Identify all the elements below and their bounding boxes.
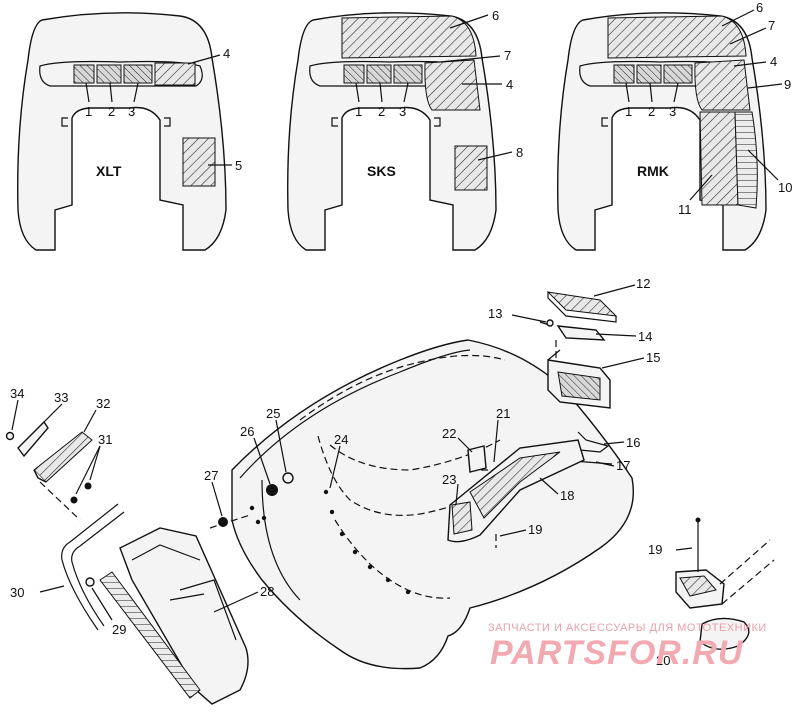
sks-part-4 (424, 59, 481, 111)
callout: 12 (636, 276, 650, 291)
rmk-part-6 (607, 15, 747, 59)
part-28-strip (99, 571, 201, 699)
part-34 (5, 431, 15, 441)
sks-seat-view: SKS 6 7 4 1 2 3 8 (287, 8, 523, 251)
callout: 15 (646, 350, 660, 365)
part-32 (33, 431, 93, 483)
sks-callout: 8 (516, 145, 523, 160)
rmk-part-11 (699, 111, 739, 206)
xlt-callout: 2 (108, 104, 115, 119)
callout: 33 (54, 390, 68, 405)
rmk-callout: 2 (648, 104, 655, 119)
part-18 (447, 439, 585, 543)
rmk-callout: 1 (625, 104, 632, 119)
callout: 34 (10, 386, 24, 401)
callout: 22 (442, 426, 456, 441)
xlt-part-3 (123, 64, 153, 84)
rmk-callout: 4 (770, 54, 777, 69)
exploded-callouts: 12 13 14 15 16 17 18 19 21 22 23 24 25 2… (10, 276, 670, 668)
part-16 (577, 431, 610, 453)
sks-callout: 7 (504, 48, 511, 63)
rmk-callout: 6 (756, 0, 763, 15)
watermark-caption: ЗАПЧАСТИ И АКСЕССУАРЫ ДЛЯ МОТОТЕХНИКИ (488, 622, 767, 634)
rmk-seat-view: RMK 6 7 4 9 1 2 3 10 11 (557, 0, 792, 251)
callout: 32 (96, 396, 110, 411)
rmk-part-2 (636, 64, 662, 84)
part-27 (218, 517, 228, 527)
callout: 21 (496, 406, 510, 421)
callout: 18 (560, 488, 574, 503)
watermark: ЗАПЧАСТИ И АКСЕССУАРЫ ДЛЯ МОТОТЕХНИКИ PA… (488, 622, 767, 672)
callout: 20 (656, 653, 670, 668)
xlt-callout: 4 (223, 46, 230, 61)
callout: 17 (616, 458, 630, 473)
sks-callout: 1 (355, 104, 362, 119)
callout: 19 (528, 522, 542, 537)
rmk-part-1 (613, 64, 635, 84)
callout: 24 (334, 432, 348, 447)
sks-part-3 (393, 64, 423, 84)
sks-part-6 (341, 15, 477, 59)
part-12 (546, 291, 618, 317)
rmk-callout: 3 (669, 104, 676, 119)
part-23 (451, 501, 473, 535)
part-14 (556, 325, 606, 341)
part-28 (119, 527, 249, 705)
xlt-part-2 (96, 64, 122, 84)
xlt-outline (17, 12, 227, 251)
part-29 (85, 577, 95, 587)
xlt-part-1 (73, 64, 95, 84)
callout: 25 (266, 406, 280, 421)
part-22 (467, 445, 487, 473)
callout: 27 (204, 468, 218, 483)
callout: 13 (488, 306, 502, 321)
rmk-part-10 (734, 111, 758, 209)
part-33 (17, 420, 49, 458)
sks-label: SKS (367, 163, 396, 179)
part-31b (84, 482, 92, 490)
callout: 30 (10, 585, 24, 600)
callout: 26 (240, 424, 254, 439)
part-25 (282, 472, 294, 484)
sks-part-8 (454, 145, 488, 191)
callout: 23 (442, 472, 456, 487)
callout: 31 (98, 432, 112, 447)
rmk-callout: 9 (784, 77, 791, 92)
sks-callout: 6 (492, 8, 499, 23)
xlt-callout: 1 (85, 104, 92, 119)
xlt-callout: 5 (235, 158, 242, 173)
part-31a (70, 496, 78, 504)
rmk-label: RMK (637, 163, 669, 179)
part-20 (699, 617, 750, 650)
exploded-view (5, 284, 775, 705)
hood-body (231, 339, 634, 670)
part-26 (266, 484, 278, 496)
xlt-label: XLT (96, 163, 122, 179)
sks-part-2 (366, 64, 392, 84)
xlt-seat-view: XLT 4 1 2 3 5 (17, 12, 242, 251)
rmk-callout: 7 (768, 18, 775, 33)
rmk-callout: 10 (778, 180, 792, 195)
callout: 16 (626, 435, 640, 450)
sks-part-1 (343, 64, 365, 84)
xlt-part-4 (154, 62, 196, 86)
rmk-callout: 11 (678, 202, 692, 217)
xlt-part-5 (182, 137, 216, 187)
sks-callout: 3 (399, 104, 406, 119)
sks-callout: 4 (506, 77, 513, 92)
callout: 28 (260, 584, 274, 599)
part-30 (61, 503, 125, 631)
rmk-part-3 (663, 64, 693, 84)
callout: 29 (112, 622, 126, 637)
watermark-brand: PARTSFOR.RU (490, 634, 744, 672)
xlt-callout: 3 (128, 104, 135, 119)
callout: 19 (648, 542, 662, 557)
callout: 14 (638, 329, 652, 344)
rmk-part-4 (694, 59, 751, 111)
sks-callout: 2 (378, 104, 385, 119)
